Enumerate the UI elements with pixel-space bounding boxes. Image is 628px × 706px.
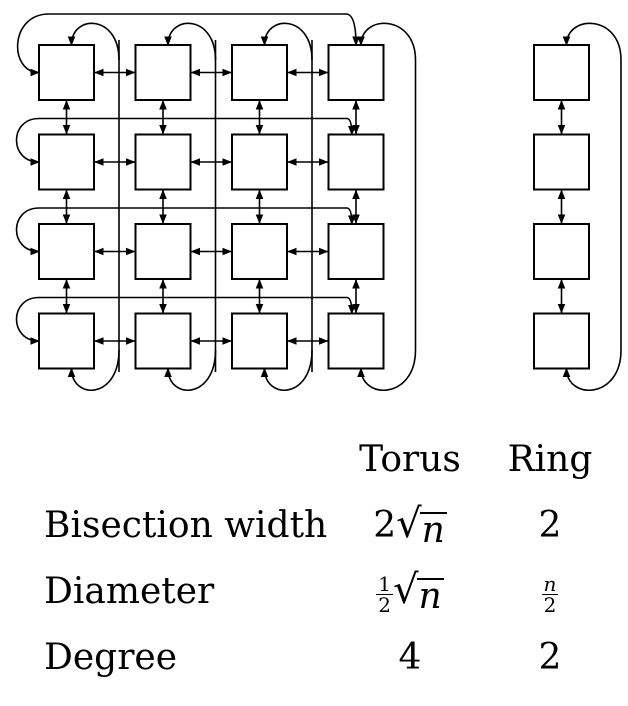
column-wrap-link (260, 22, 313, 61)
row-wrap-link (16, 13, 360, 77)
torus-bisection-coef: 2 (373, 505, 397, 546)
torus-degree: 4 (398, 637, 422, 678)
ring-wrap-link (562, 22, 622, 61)
torus-diameter-frac-den: 2 (378, 592, 392, 617)
column-wrap-link (357, 349, 417, 391)
ring-network (533, 22, 622, 391)
torus-node (231, 223, 288, 280)
torus-node (134, 312, 192, 370)
torus-node (134, 223, 192, 280)
ring-degree: 2 (538, 637, 562, 678)
torus-node (231, 312, 288, 370)
ring-diameter-frac-den: 2 (543, 592, 557, 617)
row-label-bisection-width: Bisection width (44, 505, 328, 546)
ring-node (533, 133, 590, 191)
column-wrap-link (260, 349, 313, 391)
column-wrap-link (67, 22, 120, 61)
torus-bisection-width: 2√n (340, 501, 480, 551)
torus-node (327, 133, 385, 191)
ring-bisection-width: 2 (538, 505, 562, 546)
torus-bisection-sqrt-arg: n (419, 510, 447, 551)
row-label-degree: Degree (44, 637, 178, 678)
torus-node (38, 133, 95, 191)
ring-node (533, 44, 590, 101)
torus-node (327, 223, 385, 280)
sqrt-symbol: √n (393, 567, 444, 617)
sqrt-symbol: √n (396, 501, 447, 551)
torus-node (134, 133, 192, 191)
ring-node (533, 223, 590, 280)
ring-node (533, 312, 590, 370)
torus-node (38, 44, 95, 101)
ring-diameter-frac-num: n (541, 571, 559, 596)
torus-node (327, 312, 385, 370)
header-torus: Torus (359, 439, 461, 480)
torus-node (38, 223, 95, 280)
column-wrap-link (67, 349, 120, 391)
column-wrap-link (164, 22, 217, 61)
header-ring: Ring (507, 439, 593, 480)
torus-node (231, 133, 288, 191)
torus-node (327, 44, 385, 101)
column-wrap-link (357, 22, 417, 61)
torus-node (38, 312, 95, 370)
torus-diameter-sqrt-arg: n (416, 576, 444, 617)
torus-node (134, 44, 192, 101)
torus-network (15, 13, 417, 391)
row-label-diameter: Diameter (44, 571, 215, 612)
row-wrap-link (15, 117, 356, 166)
torus-diameter-frac-num: 1 (376, 571, 394, 596)
torus-ring-diagram (15, 13, 622, 391)
torus-node (231, 44, 288, 101)
ring-wrap-link (562, 349, 622, 391)
row-wrap-link (15, 296, 356, 345)
row-wrap-link (15, 207, 356, 256)
column-wrap-link (164, 349, 217, 391)
